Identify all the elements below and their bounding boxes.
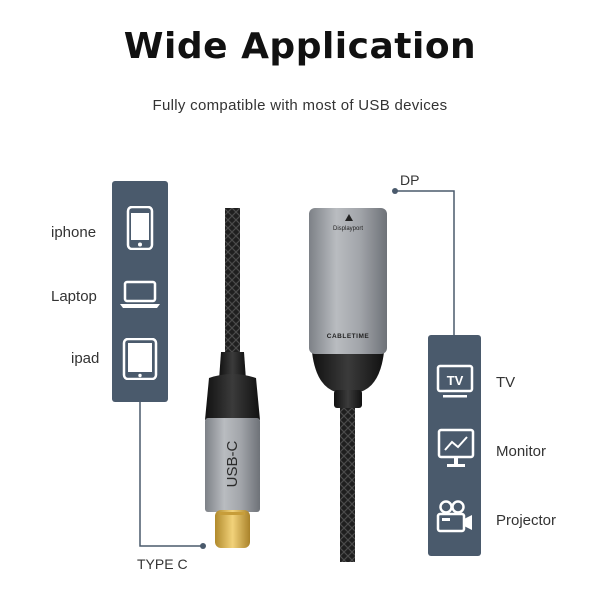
displayport-adapter-housing [309, 208, 387, 354]
usb-c-housing [205, 418, 260, 512]
laptop-icon [120, 280, 160, 308]
dp-connector-label: DP [400, 172, 420, 188]
displayport-port-label: Displayport [332, 226, 363, 232]
device-label-laptop: Laptop [51, 288, 97, 305]
page-subtitle: Fully compatible with most of USB device… [152, 97, 448, 114]
usb-c-housing-text: USB-C [224, 440, 241, 488]
phone-icon [126, 206, 154, 250]
monitor-icon [437, 428, 475, 467]
device-label-projector: Projector [496, 512, 557, 529]
usb-c-plug [215, 510, 250, 548]
tablet-icon [122, 338, 158, 380]
usb-c-braided-cable [225, 208, 240, 354]
device-label-iphone: iphone [51, 224, 97, 241]
port-arrow-icon [345, 214, 353, 221]
svg-text:TV: TV [447, 373, 464, 388]
tv-icon: TV [436, 364, 474, 398]
cabletime-brand-label: CABLETIME [326, 333, 370, 340]
page-title: Wide Application [123, 26, 477, 67]
device-label-ipad: ipad [71, 350, 100, 367]
projector-icon [436, 500, 472, 533]
device-label-monitor: Monitor [496, 443, 547, 460]
type-c-connector-label: TYPE C [137, 556, 188, 572]
device-label-tv: TV [496, 374, 516, 391]
dp-braided-cable [340, 392, 355, 562]
